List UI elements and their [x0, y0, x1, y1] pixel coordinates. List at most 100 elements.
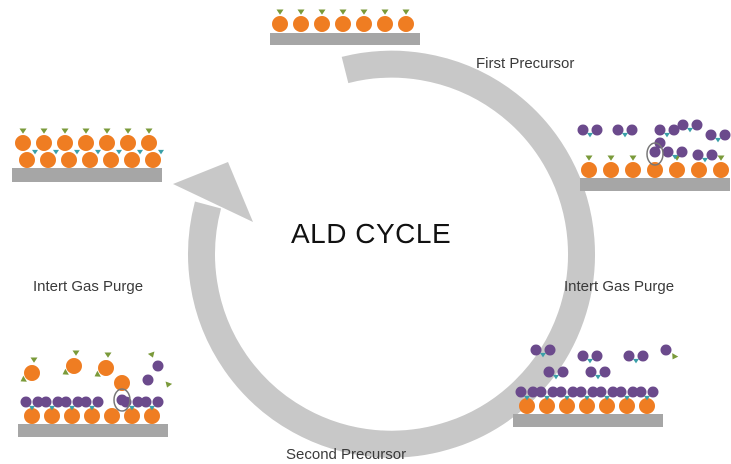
teal-bond: [553, 374, 559, 380]
orange-atom: [713, 162, 729, 178]
purple-atom: [40, 396, 52, 408]
label-purge-left: Intert Gas Purge: [33, 278, 144, 295]
green-ligand: [629, 155, 637, 161]
purple-atom: [567, 386, 579, 398]
reaction-highlight: [646, 142, 664, 166]
green-ligand: [402, 9, 410, 15]
purple-atom: [32, 396, 44, 408]
teal-bond: [69, 405, 75, 411]
orange-atom: [98, 360, 114, 376]
purple-atom: [637, 350, 649, 362]
green-ligand: [145, 128, 153, 134]
green-ligand: [276, 9, 284, 15]
purple-atom: [654, 137, 666, 149]
orange-atom: [82, 152, 98, 168]
teal-bond: [622, 132, 628, 138]
green-ligand: [82, 128, 90, 134]
orange-atom: [519, 398, 535, 414]
orange-atom: [691, 162, 707, 178]
orange-atom: [103, 152, 119, 168]
teal-bond: [53, 149, 59, 155]
teal-bond: [584, 395, 590, 401]
orange-atom: [669, 162, 685, 178]
teal-bond: [540, 352, 546, 358]
green-ligand: [62, 368, 69, 375]
green-ligand: [381, 9, 389, 15]
label-purge-right: Intert Gas Purge: [564, 278, 675, 295]
teal-bond: [95, 149, 101, 155]
purple-atom: [654, 124, 666, 136]
right-stage: [577, 119, 731, 191]
purple-atom: [607, 386, 619, 398]
substrate-right: [580, 178, 730, 191]
top-stage: [270, 9, 420, 45]
orange-atom: [144, 408, 160, 424]
purple-atom: [591, 350, 603, 362]
teal-bond: [644, 395, 650, 401]
orange-atom: [36, 135, 52, 151]
orange-atom: [40, 152, 56, 168]
purple-atom: [691, 119, 703, 131]
green-ligand: [585, 155, 593, 161]
orange-atom: [61, 152, 77, 168]
teal-bond: [129, 405, 135, 411]
green-ligand: [165, 381, 173, 388]
teal-bond: [664, 132, 670, 138]
orange-atom: [619, 398, 635, 414]
purple-atom: [515, 386, 527, 398]
purple-atom: [152, 360, 164, 372]
teal-bond: [149, 405, 155, 411]
purple-atom: [706, 149, 718, 161]
orange-atom: [398, 16, 414, 32]
purple-atom: [140, 396, 152, 408]
purple-atom: [543, 366, 555, 378]
teal-bond: [702, 157, 708, 163]
teal-bond: [32, 149, 38, 155]
reaction-highlight: [113, 388, 131, 412]
orange-atom: [84, 408, 100, 424]
purple-atom: [547, 386, 559, 398]
orange-atom: [64, 408, 80, 424]
orange-atom: [539, 398, 555, 414]
green-ligand: [61, 128, 69, 134]
purple-atom: [705, 129, 717, 141]
teal-bond: [595, 374, 601, 380]
teal-bond: [89, 405, 95, 411]
green-ligand: [20, 375, 27, 382]
purple-atom: [647, 386, 659, 398]
substrate-bottom-left: [18, 424, 168, 437]
orange-atom: [356, 16, 372, 32]
orange-atom: [24, 408, 40, 424]
orange-atom: [145, 152, 161, 168]
purple-atom: [557, 366, 569, 378]
teal-bond: [158, 149, 164, 155]
green-ligand: [40, 128, 48, 134]
purple-atom: [623, 350, 635, 362]
teal-bond: [74, 149, 80, 155]
teal-bond: [29, 405, 35, 411]
purple-atom: [116, 394, 128, 406]
orange-atom: [293, 16, 309, 32]
green-ligand: [672, 353, 679, 360]
purple-atom: [575, 386, 587, 398]
purple-atom: [627, 386, 639, 398]
purple-atom: [92, 396, 104, 408]
orange-atom: [124, 408, 140, 424]
purple-atom: [591, 124, 603, 136]
purple-atom: [662, 146, 674, 158]
green-ligand: [103, 128, 111, 134]
purple-atom: [585, 366, 597, 378]
orange-atom: [104, 408, 120, 424]
green-ligand: [30, 357, 38, 363]
purple-atom: [587, 386, 599, 398]
green-ligand: [717, 155, 725, 161]
purple-atom: [719, 129, 731, 141]
purple-atom: [60, 396, 72, 408]
green-ligand: [19, 128, 27, 134]
purple-atom: [544, 344, 556, 356]
green-ligand: [124, 128, 132, 134]
label-second-precursor: Second Precursor: [286, 446, 407, 463]
purple-atom: [595, 386, 607, 398]
orange-atom: [57, 135, 73, 151]
